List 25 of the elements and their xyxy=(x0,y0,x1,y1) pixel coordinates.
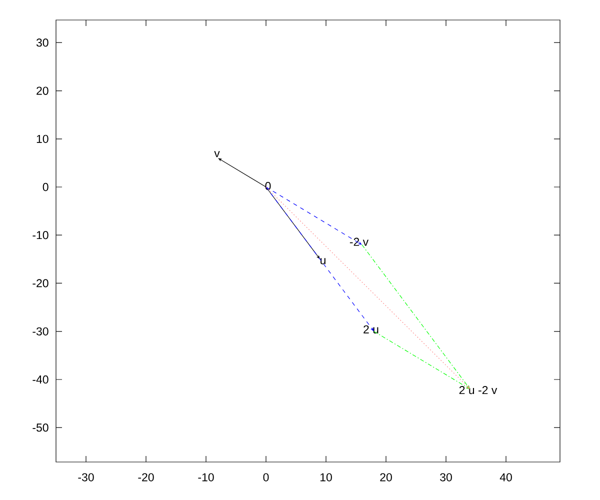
tick-label: -40 xyxy=(32,375,48,384)
tick-label: 10 xyxy=(320,473,332,482)
tick-label: -30 xyxy=(78,473,94,482)
tick-label: 40 xyxy=(500,473,512,482)
tick-label: -20 xyxy=(32,279,48,288)
point-label: -2 v xyxy=(350,238,369,246)
point-label: 2 u -2 v xyxy=(459,386,498,394)
point-label: v xyxy=(214,151,220,158)
point-label: u xyxy=(320,258,326,264)
tick-label: 30 xyxy=(36,38,48,47)
point-label: 2 u xyxy=(364,325,378,334)
tick-label: 0 xyxy=(263,473,269,482)
tick-label: -10 xyxy=(198,473,214,482)
vector-arrow xyxy=(218,158,266,188)
tick-label: 20 xyxy=(36,86,48,95)
tick-label: 30 xyxy=(440,473,452,482)
tick-label: 20 xyxy=(380,473,392,482)
point-label: 0 xyxy=(265,182,271,190)
vector-arrow xyxy=(266,186,362,245)
tick-label: -20 xyxy=(138,473,154,482)
tick-label: 0 xyxy=(42,182,48,192)
tick-label: 10 xyxy=(36,134,48,143)
tick-label: -50 xyxy=(32,424,48,432)
tick-label: -30 xyxy=(32,327,48,336)
tick-label: -10 xyxy=(32,231,48,240)
